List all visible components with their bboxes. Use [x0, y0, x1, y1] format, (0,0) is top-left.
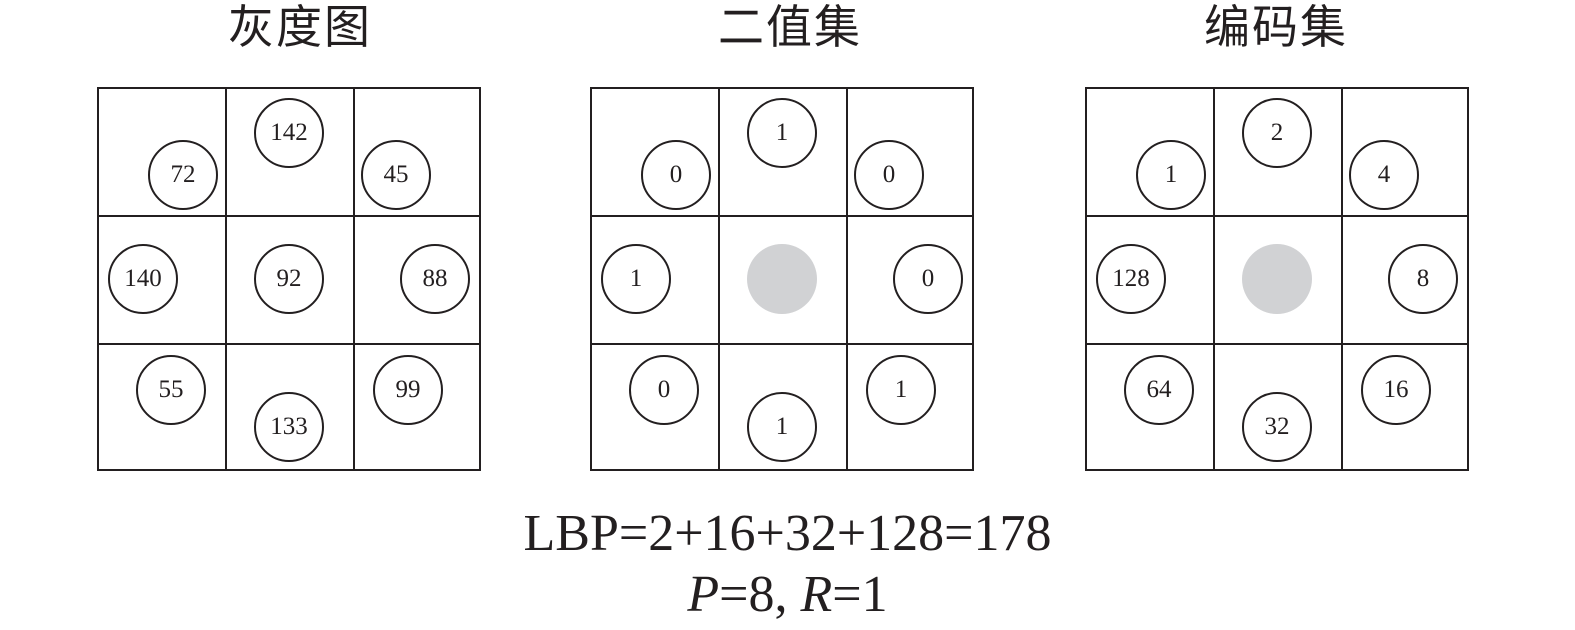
encoding-grid: 1 2 4 128 8 64 32 16	[1085, 87, 1469, 471]
bit-nw: 0	[641, 140, 711, 210]
bit-w: 1	[601, 244, 671, 314]
binary-grid: 0 1 0 1 0 0 1 1	[590, 87, 974, 471]
panel-title-grayscale: 灰度图	[228, 0, 372, 54]
pixel-w: 140	[108, 244, 178, 314]
weight-sw: 64	[1124, 355, 1194, 425]
pixel-ne: 45	[361, 140, 431, 210]
weight-w: 128	[1096, 244, 1166, 314]
pixel-sw: 55	[136, 355, 206, 425]
weight-n: 2	[1242, 98, 1312, 168]
center-dot	[1242, 244, 1312, 314]
bit-s: 1	[747, 392, 817, 462]
weight-s: 32	[1242, 392, 1312, 462]
weight-nw: 1	[1136, 140, 1206, 210]
p-value: =8,	[719, 566, 801, 623]
pixel-center: 92	[254, 244, 324, 314]
center-dot	[747, 244, 817, 314]
panel-title-binary: 二值集	[718, 0, 862, 54]
weight-ne: 4	[1349, 140, 1419, 210]
bit-se: 1	[866, 355, 936, 425]
pixel-se: 99	[373, 355, 443, 425]
pixel-nw: 72	[148, 140, 218, 210]
pixel-n: 142	[254, 98, 324, 168]
bit-sw: 0	[629, 355, 699, 425]
bit-e: 0	[893, 244, 963, 314]
weight-e: 8	[1388, 244, 1458, 314]
r-value: =1	[832, 566, 888, 623]
panel-title-encoding: 编码集	[1204, 0, 1348, 54]
p-symbol: P	[687, 566, 720, 623]
bit-n: 1	[747, 98, 817, 168]
bit-ne: 0	[854, 140, 924, 210]
pixel-s: 133	[254, 392, 324, 462]
parameter-line: P=8, R=1	[0, 566, 1575, 624]
grayscale-grid: 72 142 45 140 92 88 55 133 99	[97, 87, 481, 471]
r-symbol: R	[800, 566, 833, 623]
weight-se: 16	[1361, 355, 1431, 425]
lbp-formula: LBP=2+16+32+128=178	[523, 505, 1052, 562]
pixel-e: 88	[400, 244, 470, 314]
